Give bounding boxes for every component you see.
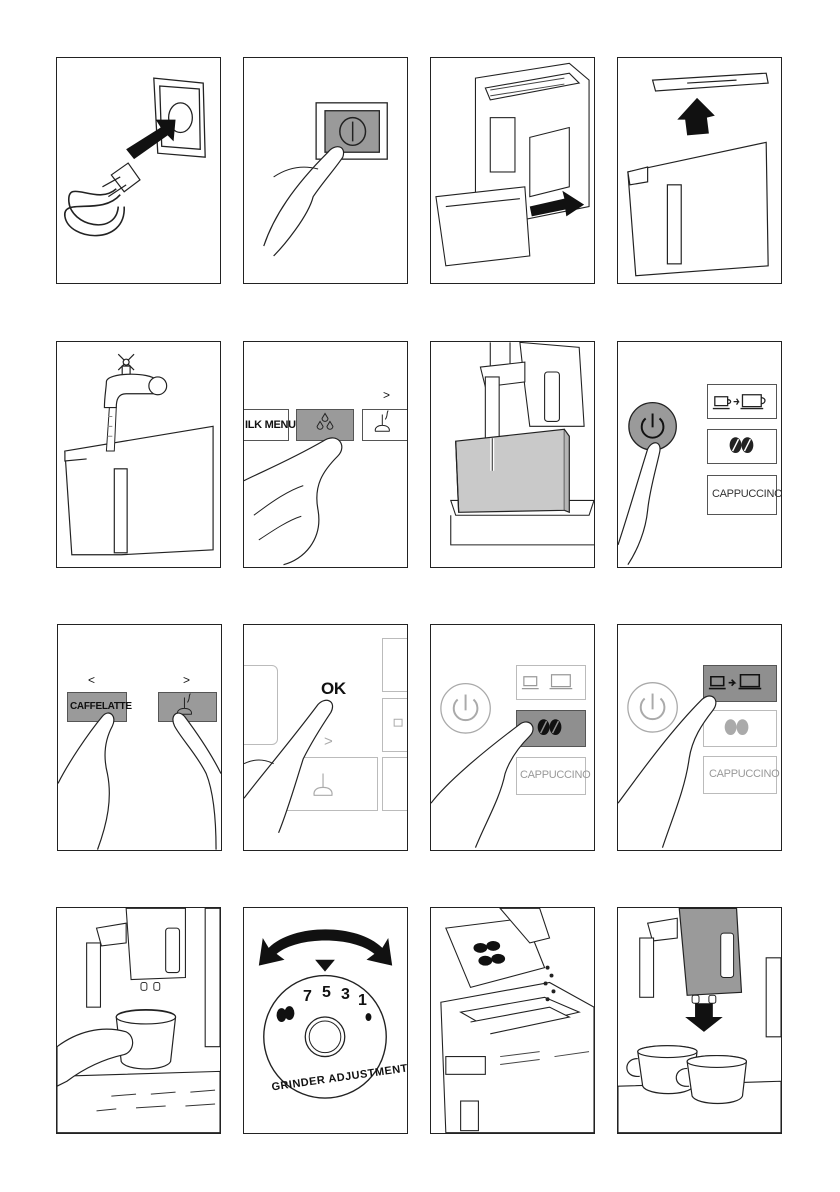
dial-number-7: 7 — [303, 988, 312, 1006]
arrow-icon — [685, 1003, 723, 1032]
panel-two-cups — [617, 907, 782, 1134]
steam-icon — [375, 411, 389, 432]
panel-remove-tank — [430, 57, 595, 284]
panel-fill-tank — [56, 341, 221, 568]
hand-icon — [618, 443, 660, 565]
hand-icon — [58, 713, 114, 850]
panel-power-switch — [243, 57, 408, 284]
panel-container-under-spout — [430, 341, 595, 568]
dial-number-5: 5 — [322, 984, 331, 1002]
panel-cupsize-selected: CAPPUCCINO — [617, 624, 782, 851]
panel-two-buttons: < > CAFFELATTE — [57, 624, 222, 851]
cup-size-icon — [709, 675, 761, 689]
panel-plug-in — [56, 57, 221, 284]
hand-icon — [431, 722, 533, 848]
bean-icon — [725, 719, 749, 735]
arrow-icon — [677, 98, 715, 136]
water-tank-icon — [65, 426, 213, 554]
water-tank-icon — [628, 142, 768, 275]
steam-icon — [177, 694, 191, 715]
tap-icon — [104, 354, 166, 407]
dial-number-1: 1 — [358, 992, 367, 1010]
plug-icon — [57, 58, 220, 283]
panel-cup-under-spout — [56, 907, 221, 1134]
cup-size-icon — [522, 675, 572, 689]
panel-pour-beans — [430, 907, 595, 1134]
hand-icon — [264, 147, 344, 256]
panel-grinder: 7 5 3 1 GRINDER ADJUSTMENT — [243, 907, 408, 1134]
dial-number-3: 3 — [341, 986, 350, 1004]
panel-bean-selected: CAPPUCCINO — [430, 624, 595, 851]
steam-icon — [314, 774, 332, 796]
water-drop-icon — [317, 414, 333, 430]
panel-lift-lid — [617, 57, 782, 284]
panel-press-power: CAPPUCCINO — [617, 341, 782, 568]
hand-icon — [173, 713, 221, 850]
cup-size-icon — [713, 395, 765, 409]
hand-icon — [244, 438, 342, 565]
panel-water-button: ILK MENU > — [243, 341, 408, 568]
hand-icon — [244, 700, 333, 833]
panel-ok: OK > — [243, 624, 408, 851]
